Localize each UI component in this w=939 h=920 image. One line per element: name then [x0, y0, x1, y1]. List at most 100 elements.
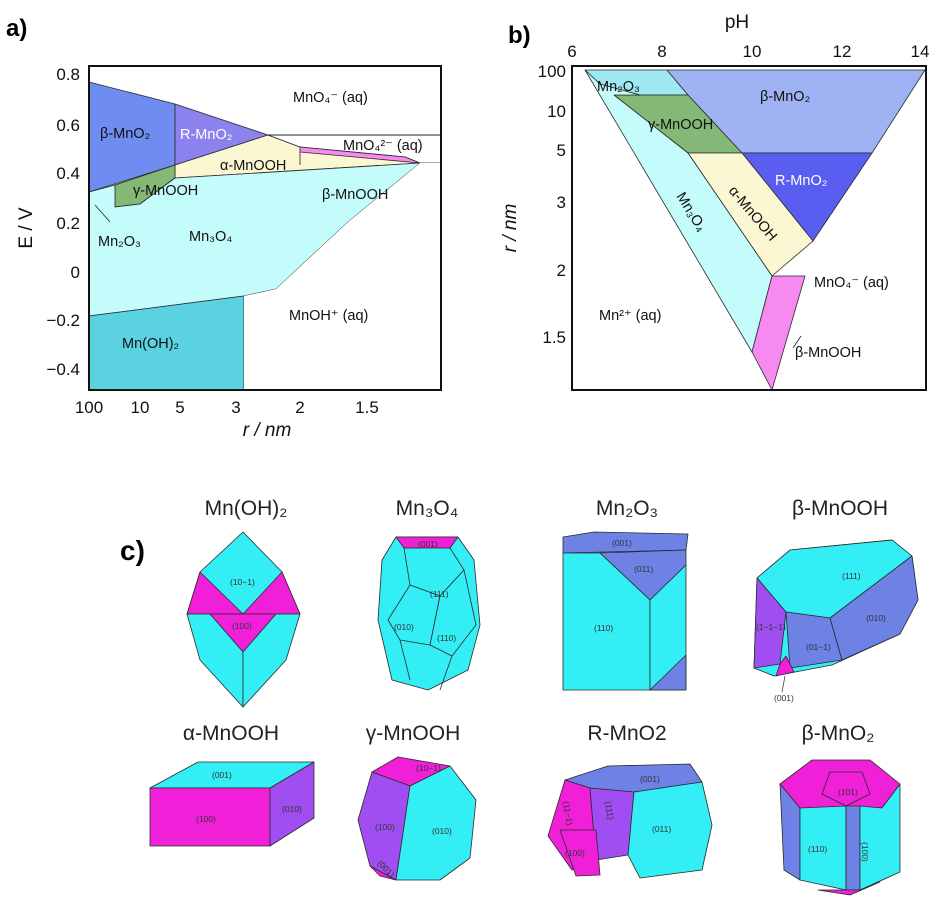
crystal-title: β-MnOOH [792, 497, 888, 520]
region-label: Mn₂O₃ [597, 79, 640, 95]
face-label: (011) [634, 564, 653, 574]
crystal-title: α-MnOOH [183, 722, 279, 745]
xtick-label: 100 [75, 398, 103, 417]
crystal-beta-mno2: (101) (110) (100) [779, 759, 901, 896]
face-label: (01−1) [806, 642, 831, 652]
crystal-gamma-mnooh: (10−1) (100) (010) (001) [357, 756, 477, 881]
face-label: (001) [774, 693, 794, 703]
ytick-label: −0.4 [46, 360, 80, 379]
ytick-label: 5 [557, 141, 566, 160]
panel-a: a) 0.8 0.6 0.4 0.2 0 −0.2 −0.4 E / V [6, 15, 442, 441]
crystal-mn3o4: (001) (111) (010) (110) [377, 536, 481, 691]
face-label: (100) [375, 822, 395, 832]
region-label: MnOH⁺ (aq) [289, 308, 368, 324]
crystal-title: β-MnO₂ [802, 722, 875, 745]
panel-a-xlabel: r / nm [243, 420, 292, 441]
face-label: (1−1−1) [756, 622, 786, 632]
region-label: MnO₄⁻ (aq) [293, 90, 368, 106]
ytick-label: −0.2 [46, 311, 80, 330]
face-label: (011) [652, 824, 671, 834]
xtick-label: 6 [567, 42, 576, 61]
region-label: β-MnO₂ [100, 126, 150, 142]
region-label: Mn₃O₄ [189, 229, 232, 245]
xtick-label: 8 [657, 42, 666, 61]
panel-a-ylabel: E / V [16, 207, 37, 249]
face-label: (11−1) [561, 800, 575, 826]
region-label: MnO₄⁻ (aq) [814, 275, 889, 291]
panel-b: b) pH 6 8 10 12 14 100 10 5 3 2 1.5 r / … [500, 12, 929, 391]
crystal-title: γ-MnOOH [366, 722, 461, 745]
region-mno4-a [89, 66, 441, 135]
xtick-label: 1.5 [355, 398, 379, 417]
crystal-title: Mn(OH)₂ [205, 497, 288, 520]
crystal-title: R-MnO2 [587, 722, 666, 745]
crystal-beta-mnooh: (111) (010) (1−1−1) (01−1) (001) [753, 539, 919, 703]
face-label: (001) [212, 770, 232, 780]
face-label: (100) [860, 842, 870, 862]
face-label: (010) [282, 804, 302, 814]
panel-a-label: a) [6, 15, 27, 42]
region-label: Mn₂O₃ [98, 234, 141, 250]
region-label: MnO₄²⁻ (aq) [343, 138, 423, 154]
face-label: (001) [418, 539, 438, 549]
panel-b-ylabel: r / nm [500, 204, 521, 253]
region-label: R-MnO₂ [180, 127, 232, 143]
crystal-title: Mn₃O₄ [396, 497, 459, 520]
xtick-label: 5 [175, 398, 184, 417]
region-label: γ-MnOOH [133, 183, 198, 199]
xtick-label: 14 [911, 42, 930, 61]
face-label: (111) [603, 800, 616, 820]
ytick-label: 0.8 [56, 65, 80, 84]
xtick-label: 3 [231, 398, 240, 417]
region-label: R-MnO₂ [775, 173, 827, 189]
crystal-alpha-mnooh: (001) (100) (010) [149, 761, 315, 847]
face-label: (111) [842, 571, 861, 581]
region-label: γ-MnOOH [648, 117, 713, 133]
face-label: (001) [640, 774, 660, 784]
ytick-label: 0.6 [56, 116, 80, 135]
panel-b-yticks: 100 10 5 3 2 1.5 [538, 62, 566, 347]
ytick-label: 3 [557, 193, 566, 212]
xtick-label: 10 [131, 398, 150, 417]
face-label: (10−1) [230, 577, 255, 587]
region-mnoh-plus-a [244, 163, 441, 390]
pointer-mn2o3-a [94, 204, 111, 223]
crystal-title: Mn₂O₃ [596, 497, 658, 520]
region-label: β-MnOOH [322, 187, 388, 203]
face-label: (010) [394, 622, 414, 632]
crystal-mn2o3: (001) (011) (110) [562, 531, 689, 691]
panel-a-frame [88, 65, 442, 391]
face-label: (100) [232, 621, 252, 631]
region-label: α-MnOOH [220, 158, 286, 174]
region-label: Mn(OH)₂ [122, 336, 179, 352]
panel-c-label: c) [120, 535, 145, 566]
region-label: β-MnO₂ [760, 89, 810, 105]
face-label: (10−1) [416, 763, 441, 773]
ytick-label: 0.4 [56, 164, 80, 183]
face-label: (110) [594, 623, 613, 633]
xtick-label: 2 [295, 398, 304, 417]
ytick-label: 0.2 [56, 214, 80, 233]
crystal-mnoh2: (10−1) (100) [186, 531, 301, 708]
face-label: (100) [565, 848, 585, 858]
face-label: (010) [866, 613, 886, 623]
panel-b-xticks: 6 8 10 12 14 [567, 42, 929, 61]
panel-a-xticks: 100 10 5 3 2 1.5 [75, 398, 379, 417]
panel-c: c) Mn(OH)₂ Mn₃O₄ Mn₂O₃ β-MnOOH α-MnOOH γ… [120, 497, 919, 896]
face-label: (001) [612, 538, 632, 548]
ytick-label: 0 [71, 263, 80, 282]
panel-b-frame [571, 65, 927, 391]
ytick-label: 1.5 [542, 328, 566, 347]
face-label: (110) [437, 633, 456, 643]
region-label: β-MnOOH [795, 345, 861, 361]
face-label: (110) [808, 844, 827, 854]
pointer-beta-mnooh-b [792, 335, 802, 349]
face-label: (100) [196, 814, 216, 824]
xtick-label: 10 [743, 42, 762, 61]
ytick-label: 10 [547, 102, 566, 121]
face-label: (010) [432, 826, 452, 836]
ytick-label: 100 [538, 62, 566, 81]
panel-b-xlabel: pH [725, 12, 749, 33]
face-label: (111) [430, 589, 449, 599]
